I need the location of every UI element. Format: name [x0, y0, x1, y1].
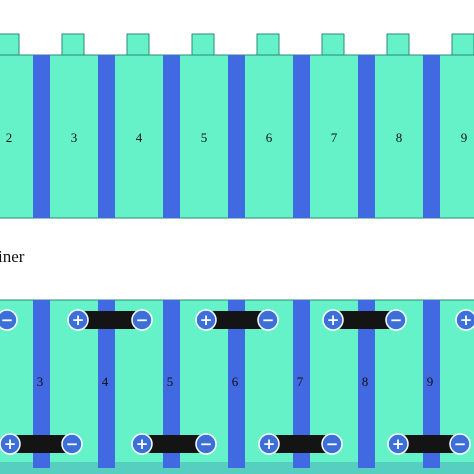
cell-label-8: 8	[362, 374, 369, 389]
cell-separator	[293, 55, 310, 218]
negative-terminal	[321, 433, 343, 455]
cell-tab	[191, 33, 215, 57]
positive-sign: +	[263, 435, 276, 453]
cell-label-3: 3	[71, 130, 78, 145]
positive-sign: +	[327, 311, 340, 329]
negative-terminal	[131, 309, 153, 331]
busbar	[398, 435, 460, 453]
busbar	[269, 435, 332, 453]
cell-separator	[228, 300, 245, 468]
negative-terminal	[385, 309, 407, 331]
busbar	[78, 311, 142, 329]
cell-label-9: 9	[461, 130, 468, 145]
negative-sign: −	[390, 311, 403, 329]
negative-terminal	[257, 309, 279, 331]
cell-separator	[33, 300, 50, 468]
positive-terminal	[67, 309, 89, 331]
positive-sign: +	[136, 435, 149, 453]
cell-separator	[293, 300, 310, 468]
cell-separator	[423, 55, 440, 218]
cell-label-2: 2	[6, 130, 13, 145]
positive-sign: +	[460, 311, 473, 329]
cell-tab	[451, 33, 474, 57]
busbar	[142, 435, 206, 453]
cell-label-7: 7	[297, 374, 304, 389]
cell-label-6: 6	[232, 374, 239, 389]
cell-separator	[163, 300, 180, 468]
cell-separator	[423, 300, 440, 468]
negative-sign: −	[262, 311, 275, 329]
negative-terminal	[61, 433, 83, 455]
cell-tab	[386, 33, 410, 57]
cell-separator	[358, 55, 375, 218]
positive-terminal	[195, 309, 217, 331]
negative-sign: −	[66, 435, 79, 453]
busbar	[10, 435, 72, 453]
cell-separator	[163, 55, 180, 218]
negative-terminal	[195, 433, 217, 455]
busbar	[206, 311, 268, 329]
negative-sign: −	[326, 435, 339, 453]
cell-tab	[61, 33, 85, 57]
positive-terminal	[387, 433, 409, 455]
positive-sign: +	[4, 435, 17, 453]
cell-label-5: 5	[201, 130, 208, 145]
cell-tab	[321, 33, 345, 57]
positive-terminal	[0, 433, 21, 455]
positive-sign: +	[200, 311, 213, 329]
busbar	[333, 311, 396, 329]
bottom-battery-module: 3 4 5 6 7 8 9 − + − + − + − + + − + − + − + −	[0, 299, 474, 474]
cell-label-9: 9	[427, 374, 434, 389]
negative-sign: −	[454, 435, 467, 453]
cell-separator	[228, 55, 245, 218]
positive-terminal	[258, 433, 280, 455]
cell-tab	[256, 33, 280, 57]
cell-separator	[98, 55, 115, 218]
positive-sign: +	[392, 435, 405, 453]
cell-separator	[358, 300, 375, 468]
cell-label-3: 3	[37, 374, 44, 389]
cell-tab	[0, 33, 20, 57]
positive-terminal	[455, 309, 474, 331]
cell-tab	[126, 33, 150, 57]
cell-label-4: 4	[102, 374, 109, 389]
positive-terminal	[131, 433, 153, 455]
cell-label-7: 7	[331, 130, 338, 145]
positive-terminal	[322, 309, 344, 331]
positive-sign: +	[72, 311, 85, 329]
negative-sign: −	[136, 311, 149, 329]
cell-label-8: 8	[396, 130, 403, 145]
cell-label-6: 6	[266, 130, 273, 145]
negative-sign: −	[1, 311, 14, 329]
top-battery-module: 2 3 4 5 6 7 8 9	[0, 33, 474, 219]
negative-terminal	[449, 433, 471, 455]
module-caption: iner	[0, 247, 25, 266]
cell-separator	[98, 300, 115, 468]
negative-terminal	[0, 309, 18, 331]
cell-separator	[33, 55, 50, 218]
negative-sign: −	[200, 435, 213, 453]
cell-label-4: 4	[136, 130, 143, 145]
cell-label-5: 5	[167, 374, 174, 389]
